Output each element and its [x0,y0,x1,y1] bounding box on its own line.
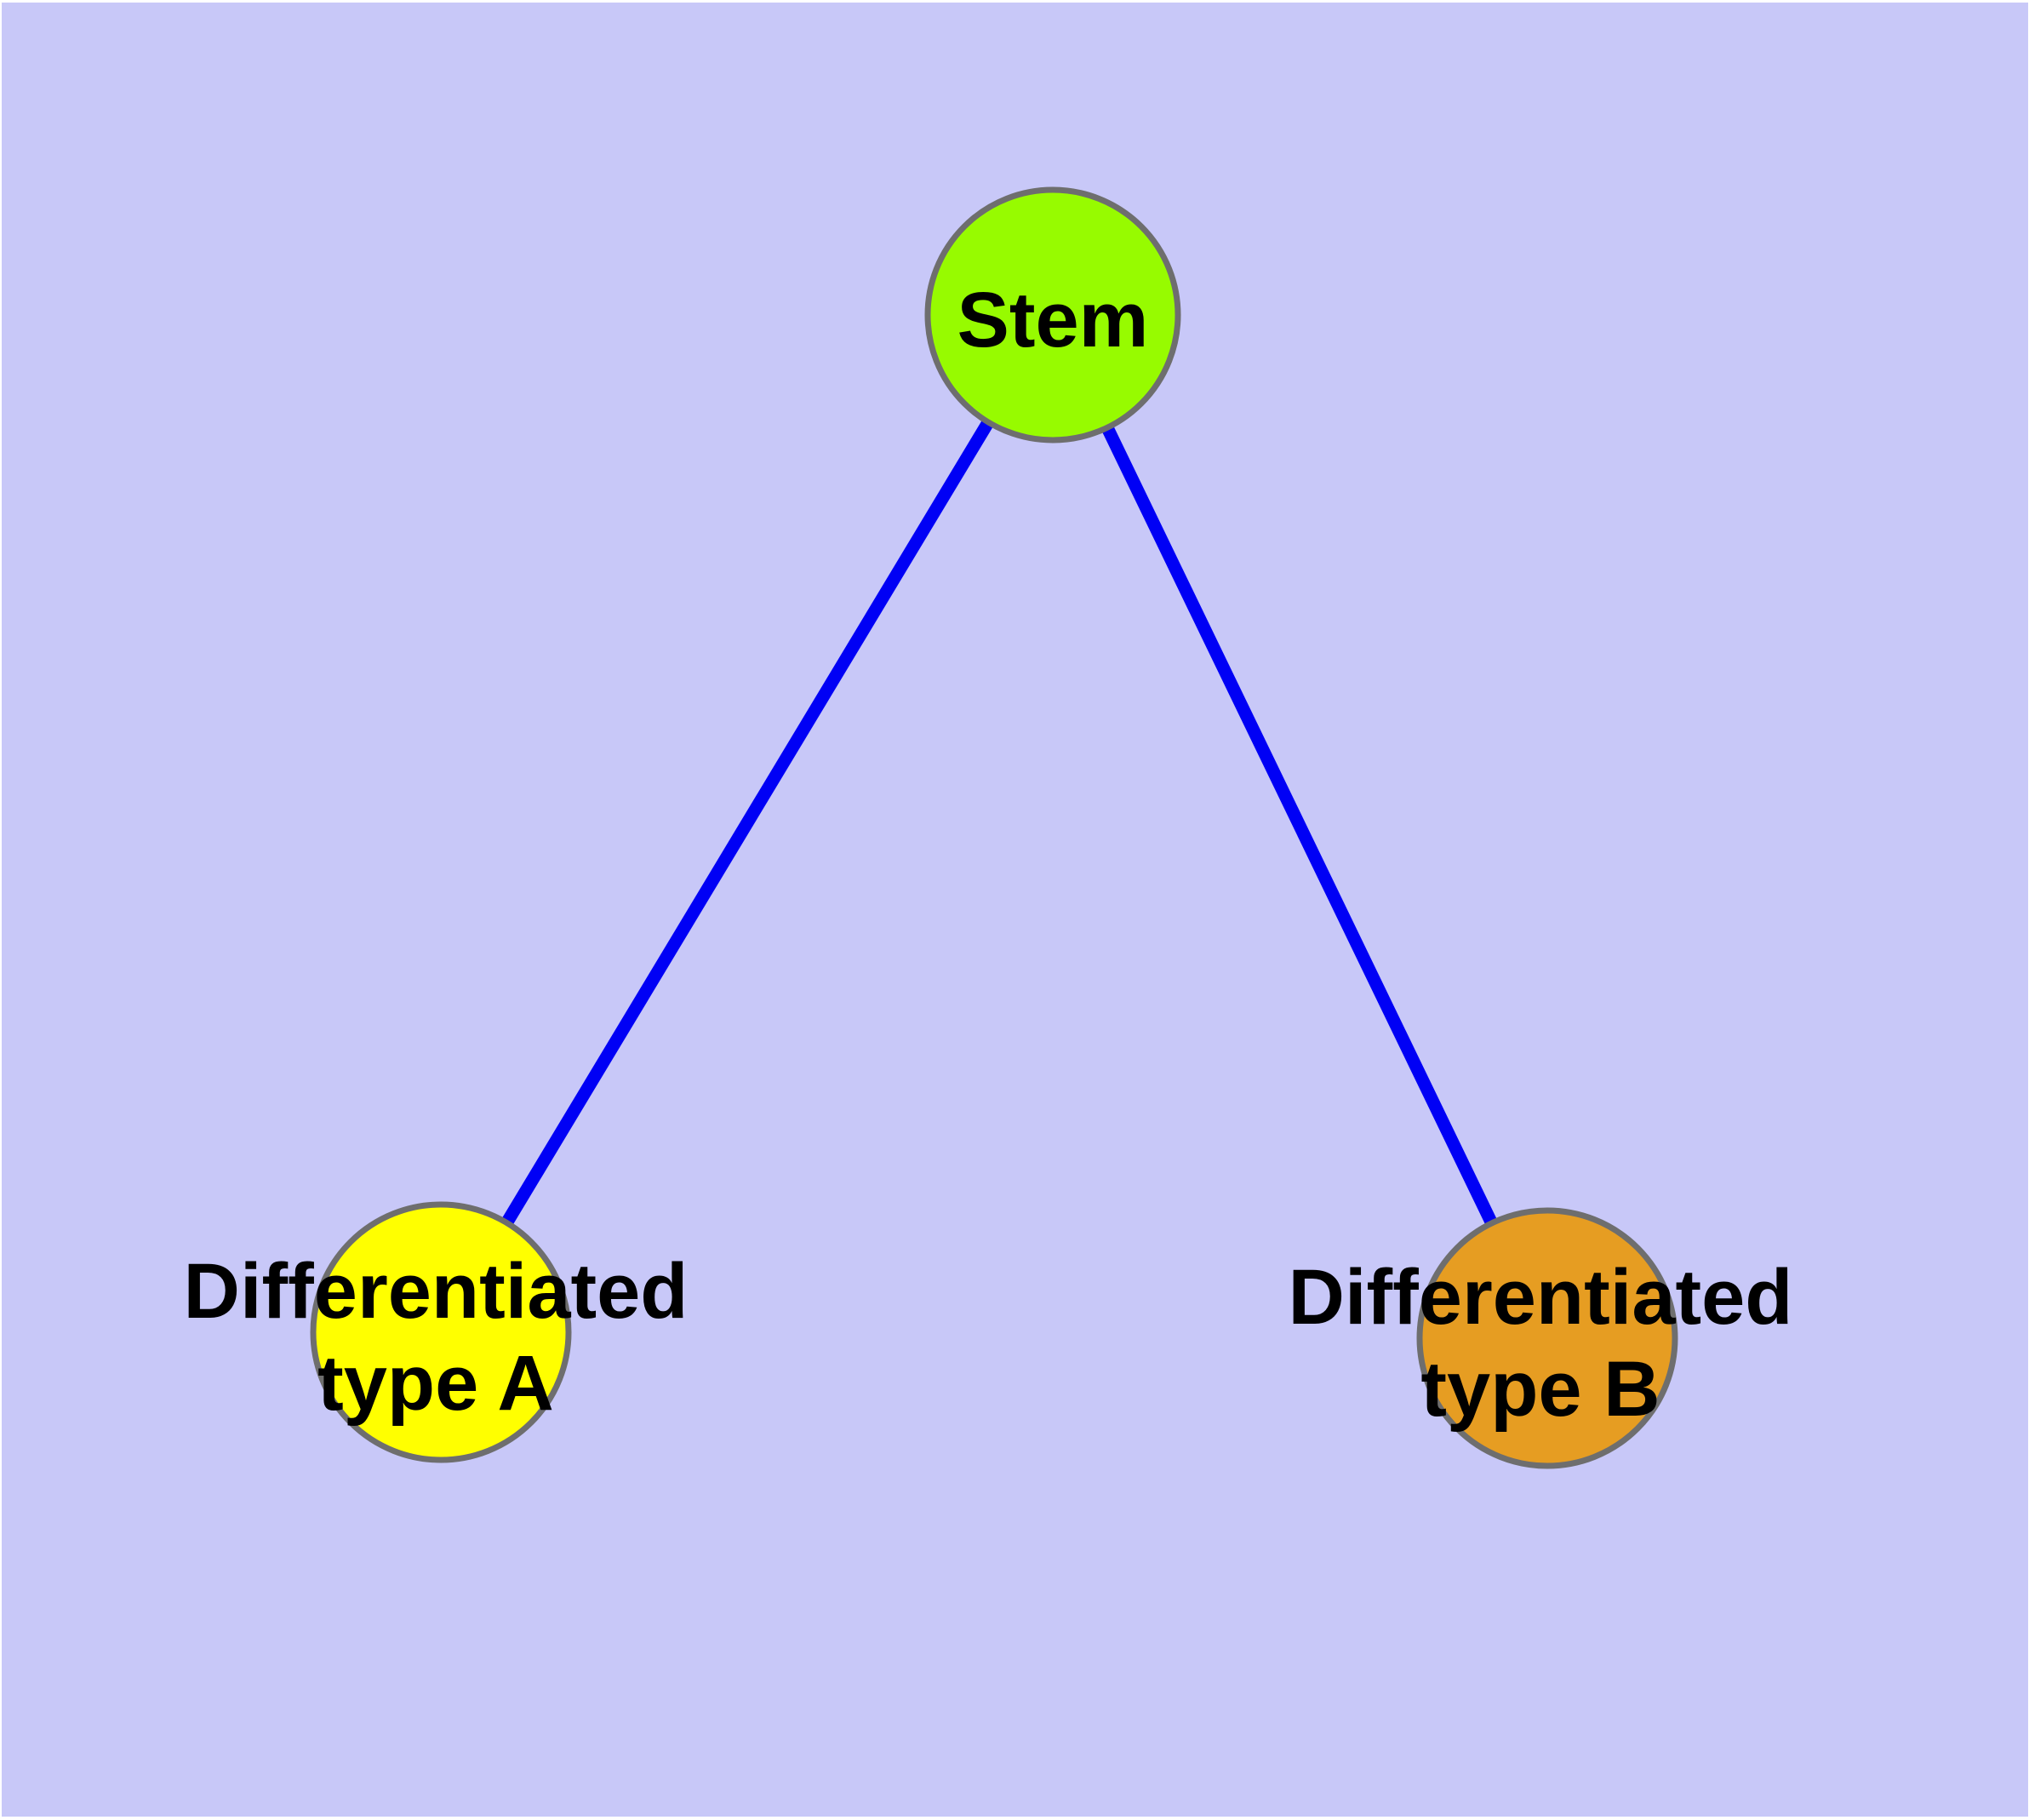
node-differentiated-type-b-label: Differentiated type B [1288,1254,1793,1433]
edge-stem-to-type-b [1047,312,1553,1342]
edge-stem-to-type-a [435,312,1059,1336]
node-differentiated-type-b [1416,1207,1678,1469]
node-differentiated-type-a-label: Differentiated type A [183,1248,689,1427]
node-stem-label: Stem [957,277,1149,363]
node-differentiated-type-a [310,1201,572,1463]
node-stem [924,186,1181,444]
